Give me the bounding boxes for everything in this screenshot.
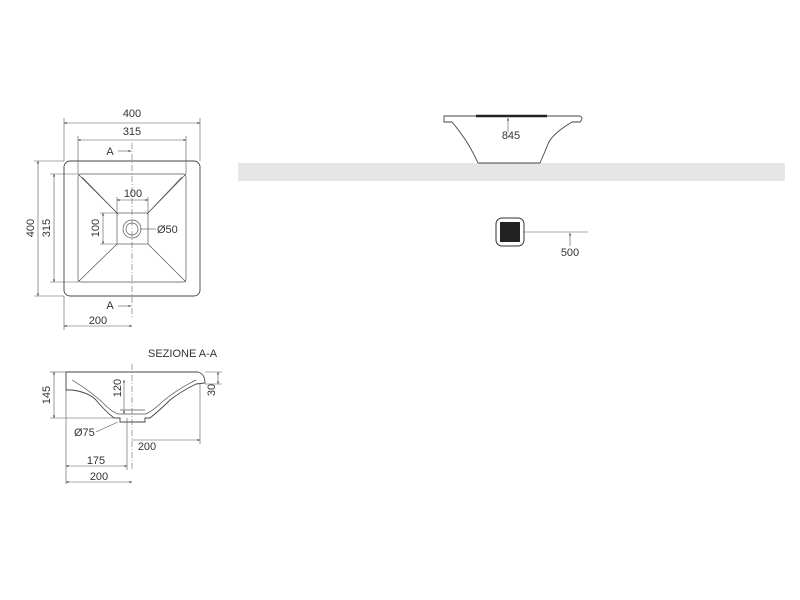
dim-200-section-bottom: 200 — [90, 471, 108, 483]
dim-400-left: 400 — [25, 219, 37, 237]
diagonal-tr-inner — [146, 176, 183, 215]
dim-315-left: 315 — [41, 219, 53, 237]
section-label-bottom: A — [106, 300, 114, 312]
countertop-band — [238, 163, 785, 181]
siphon-view: 500 — [495, 217, 588, 259]
section-view: SEZIONE A-A 145 120 30 Ø75 200 175 — [41, 348, 222, 484]
dim-500: 500 — [561, 247, 579, 259]
leader-75 — [95, 421, 119, 433]
dim-175: 175 — [87, 455, 105, 467]
dim-120: 120 — [112, 379, 124, 397]
drain-square — [116, 212, 149, 245]
section-label-top: A — [106, 146, 114, 158]
dim-drain-width: 100 — [124, 188, 142, 200]
diagonal-br — [147, 243, 187, 283]
dim-145: 145 — [41, 386, 53, 404]
section-title: SEZIONE A-A — [148, 348, 218, 360]
dim-drain-diameter: Ø50 — [157, 224, 178, 236]
plan-view: 400 315 A A 400 315 100 100 Ø50 200 — [25, 108, 201, 330]
dim-30: 30 — [206, 384, 218, 396]
installation-view: 845 — [238, 114, 785, 181]
dim-315-top: 315 — [123, 126, 141, 138]
dim-200-plan: 200 — [89, 315, 107, 327]
section-basin-body — [65, 371, 206, 423]
dim-drain-height: 100 — [90, 219, 102, 237]
dim-drain-75: Ø75 — [74, 427, 95, 439]
dim-400-top: 400 — [123, 108, 141, 120]
dim-200-section-right: 200 — [138, 441, 156, 453]
diagonal-tl-inner — [81, 176, 119, 215]
siphon-core — [500, 222, 520, 242]
dim-845: 845 — [502, 130, 520, 142]
diagonal-bl — [77, 243, 118, 283]
installation-basin-body — [443, 115, 583, 164]
